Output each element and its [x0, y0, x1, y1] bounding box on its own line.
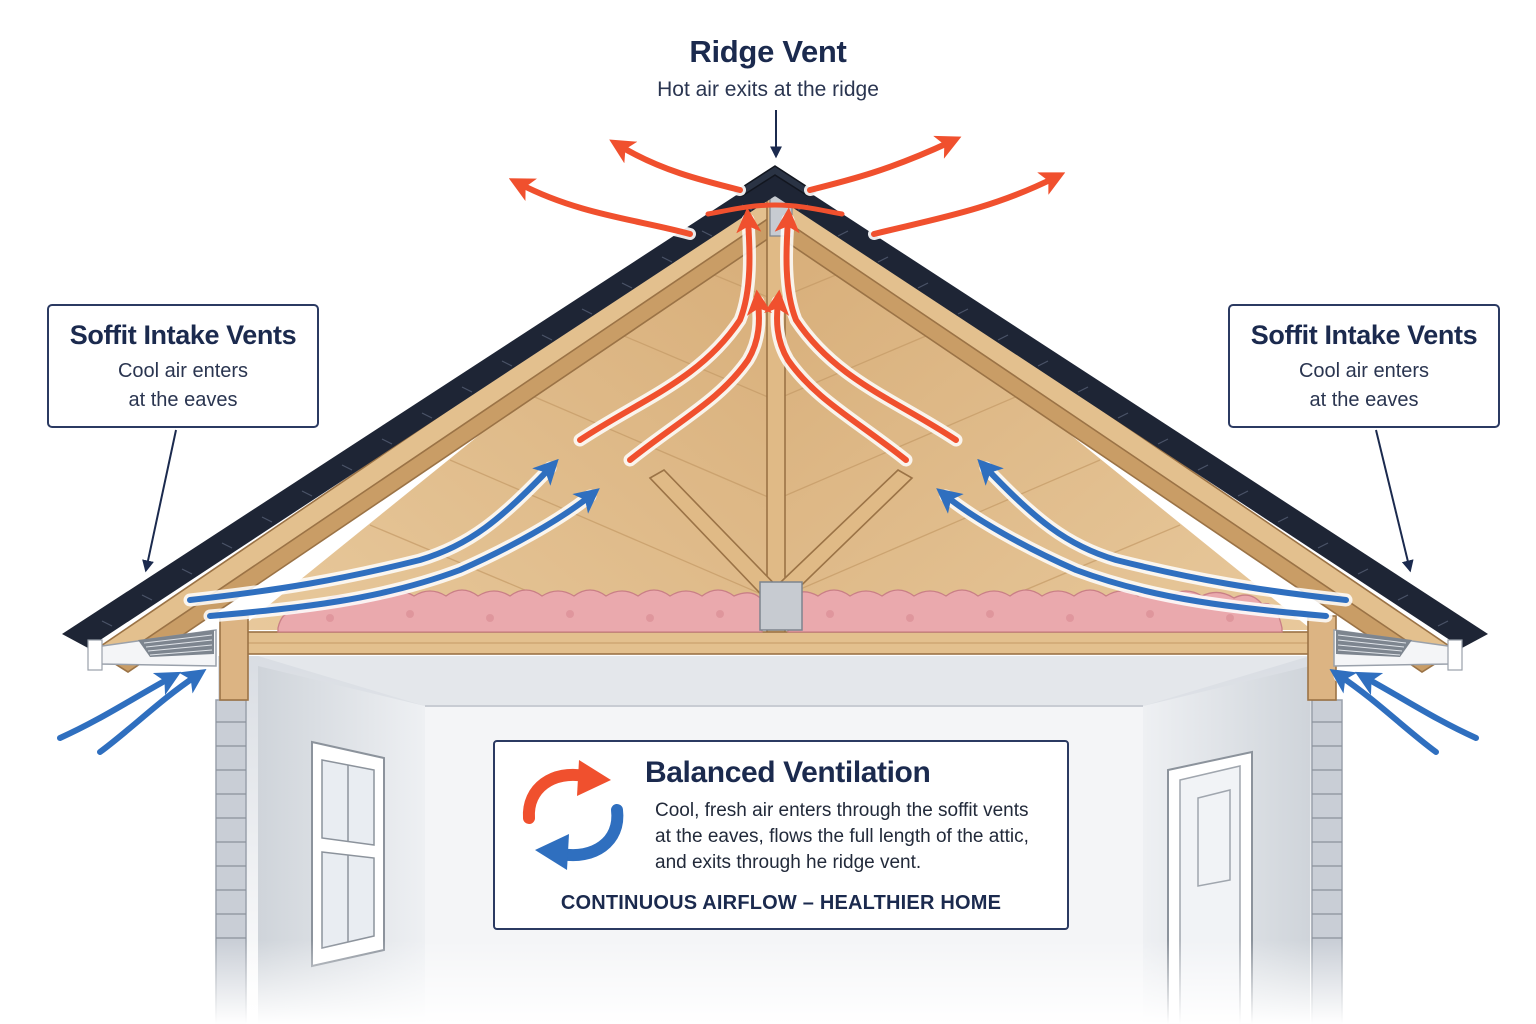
ridge-vent-subtitle: Hot air exits at the ridge: [657, 78, 879, 101]
ridge-vent-label: Ridge Vent Hot air exits at the ridge: [568, 34, 968, 102]
soffit-vent-left: [86, 629, 217, 671]
summary-tagline: CONTINUOUS AIRFLOW – HEALTHIER HOME: [560, 892, 1002, 914]
balanced-ventilation-panel: Balanced Ventilation Cool, fresh air ent…: [493, 740, 1069, 930]
window: [311, 740, 385, 968]
attic-airflow-arrows: [183, 207, 1353, 623]
soffit-callout-title: Soffit Intake Vents: [69, 320, 297, 350]
cool-air-intake-arrows: [53, 669, 1483, 759]
cycle-arrows-icon: [522, 760, 624, 870]
summary-line: at the eaves, flows the full length of t…: [655, 826, 1029, 847]
hot-air-exhaust-arrows: [508, 135, 1066, 240]
house-walls: [200, 656, 1350, 1024]
soffit-callout-line: at the eaves: [128, 389, 238, 411]
soffit-callout-left: Soffit Intake Vents Cool air enters at t…: [47, 304, 319, 428]
roof-shingles: [62, 170, 1488, 648]
soffit-callout-title: Soffit Intake Vents: [1250, 320, 1478, 350]
callout-pointers: [142, 110, 1414, 573]
soffit-vent-right: [1333, 629, 1464, 671]
soffit-callout-line: Cool air enters: [117, 360, 249, 382]
soffit-callout-line: Cool air enters: [1298, 360, 1430, 382]
soffit-callout-line: at the eaves: [1309, 389, 1419, 411]
summary-title: Balanced Ventilation: [645, 756, 931, 789]
summary-line: and exits through he ridge vent.: [655, 852, 922, 873]
gusset-plate: [759, 581, 803, 631]
ridge-vent-title: Ridge Vent: [689, 34, 847, 69]
soffit-callout-right: Soffit Intake Vents Cool air enters at t…: [1228, 304, 1500, 428]
summary-line: Cool, fresh air enters through the soffi…: [655, 800, 1029, 821]
